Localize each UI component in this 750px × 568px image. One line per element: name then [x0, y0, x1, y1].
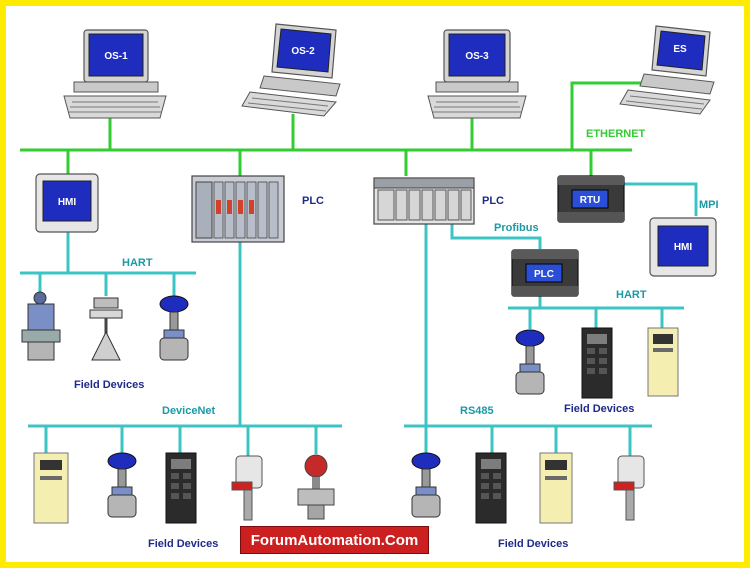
rs485-label: RS485 [460, 405, 494, 417]
controller-panel-device[interactable] [475, 452, 507, 524]
devicenet-label: DeviceNet [162, 405, 216, 417]
plc-center[interactable] [373, 177, 475, 225]
workstation-os3[interactable]: OS-3 [427, 29, 527, 119]
os3-label: OS-3 [465, 51, 489, 62]
field-devices-rs485: Field Devices [498, 538, 568, 550]
es-label: ES [673, 44, 687, 55]
profibus-label: Profibus [494, 222, 539, 234]
actuator-device[interactable] [613, 455, 645, 521]
ethernet-lines [20, 81, 646, 176]
plc-center-label: PLC [482, 195, 504, 207]
os1-label: OS-1 [104, 51, 128, 62]
network-diagram: OS-1 OS-2 OS-3 ES ETHERNET HMI [20, 23, 719, 550]
fieldbus-lines [20, 182, 698, 456]
plc-left-rack[interactable] [191, 175, 285, 243]
hmi-left-label: HMI [58, 197, 77, 208]
level-sensor-device[interactable] [89, 297, 123, 361]
plc-small-label: PLC [534, 269, 554, 280]
workstation-es[interactable]: ES [619, 25, 715, 115]
field-devices-left-hart: Field Devices [74, 379, 144, 391]
hart-left-label: HART [122, 257, 153, 269]
control-valve-device[interactable] [515, 329, 545, 395]
mpi-label: MPI [699, 199, 719, 211]
os2-label: OS-2 [291, 46, 315, 57]
control-valve-device[interactable] [107, 452, 137, 518]
rtu-label: RTU [580, 195, 601, 206]
controller-panel-device[interactable] [581, 327, 613, 399]
hmi-right[interactable]: HMI [649, 217, 717, 277]
hmi-left[interactable]: HMI [35, 173, 99, 233]
flow-meter-device[interactable] [297, 454, 335, 520]
workstation-os1[interactable]: OS-1 [63, 29, 167, 119]
hmi-right-label: HMI [674, 242, 693, 253]
pressure-transmitter-device[interactable] [21, 291, 61, 361]
field-devices-devicenet: Field Devices [148, 538, 218, 550]
control-valve-device[interactable] [159, 295, 189, 361]
control-valve-device[interactable] [411, 452, 441, 518]
actuator-device[interactable] [231, 455, 263, 521]
workstation-os2[interactable]: OS-2 [241, 23, 341, 117]
drive-unit-device[interactable] [539, 452, 573, 524]
brand-banner: ForumAutomation.Com [240, 526, 429, 554]
plc-left-label: PLC [302, 195, 324, 207]
drive-unit-device[interactable] [33, 452, 69, 524]
hart-right-label: HART [616, 289, 647, 301]
field-devices-right-hart: Field Devices [564, 403, 634, 415]
controller-panel-device[interactable] [165, 452, 197, 524]
drive-unit-device[interactable] [647, 327, 679, 397]
ethernet-label: ETHERNET [586, 128, 646, 140]
plc-small[interactable]: PLC [511, 249, 579, 297]
rtu-unit[interactable]: RTU [557, 175, 625, 223]
